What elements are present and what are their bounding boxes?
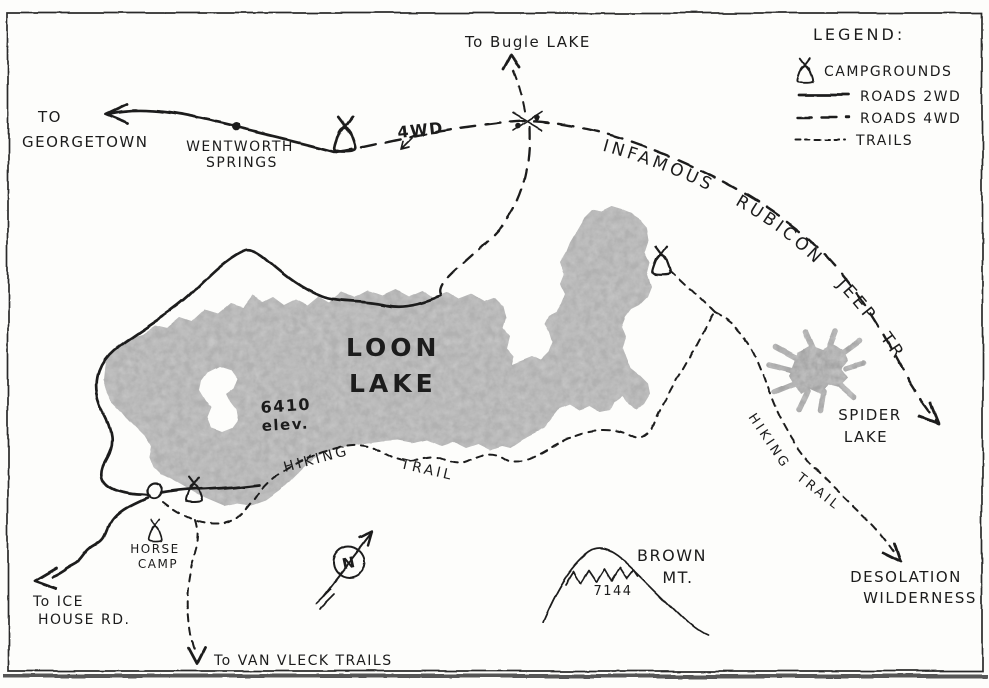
brown-mt-label-line1: BROWN xyxy=(637,546,707,565)
campground-icon-4wd-road xyxy=(332,115,358,153)
road-2wd-ice-house xyxy=(50,496,149,579)
van-vleck-label: To VAN VLECK TRAILS xyxy=(213,653,393,669)
trail-hiking-south xyxy=(162,312,715,526)
campground-icon-northeast xyxy=(652,244,672,276)
road-4wd-label: 4WD xyxy=(396,118,444,142)
wentworth-label-line2: SPRINGS xyxy=(206,155,278,171)
wentworth-label-line1: WENTWORTH xyxy=(186,139,294,155)
compass-north-label: N xyxy=(340,553,357,574)
compass-rose-icon xyxy=(315,529,375,609)
loon-lake-water xyxy=(103,207,652,506)
brown-mt-elevation: 7144 xyxy=(593,584,632,599)
trail-bugle-lake xyxy=(512,69,526,113)
ice-house-label-line2: HOUSE RD. xyxy=(38,612,130,628)
hiking-trail-east-word2: TRAIL xyxy=(793,470,844,514)
road-loop-marker xyxy=(145,482,163,500)
trails-layer xyxy=(162,52,903,665)
legend-item-trails: TRAILS xyxy=(855,133,913,149)
lake-elevation-value: 6410 xyxy=(260,395,312,417)
georgetown-label-line1: TO xyxy=(37,108,62,126)
road-2wd-north-shore xyxy=(94,248,443,498)
bugle-arrowhead-icon xyxy=(501,52,521,71)
legend-item-campgrounds: CAMPGROUNDS xyxy=(824,64,952,80)
lake-elevation-unit: elev. xyxy=(261,415,309,435)
desolation-label-line2: WILDERNESS xyxy=(863,589,977,607)
brown-mt-outline xyxy=(542,547,708,637)
spider-lake-legs xyxy=(766,328,866,412)
lakes-layer xyxy=(103,207,866,506)
wentworth-springs-dot xyxy=(231,122,241,132)
markers-layer xyxy=(148,56,852,637)
desolation-label-line1: DESOLATION xyxy=(850,568,962,586)
horse-camp-label-line1: HORSE xyxy=(130,542,180,556)
bugle-lake-label: To Bugle LAKE xyxy=(464,33,591,51)
georgetown-arrowhead-icon xyxy=(104,102,130,125)
brown-mt-ridge-zigzag xyxy=(565,567,639,585)
hiking-trail-east-word1: HIKING xyxy=(745,411,793,472)
roads-layer xyxy=(32,102,941,591)
legend-item-roads-4wd: ROADS 4WD xyxy=(860,111,961,127)
desolation-arrowhead-icon xyxy=(881,542,903,564)
legend-campground-icon xyxy=(797,56,815,84)
horse-camp-label-line2: CAMP xyxy=(138,557,178,571)
trail-campground-spur xyxy=(668,269,715,314)
georgetown-label-line2: GEORGETOWN xyxy=(22,133,148,151)
rubicon-arrowhead-icon xyxy=(918,401,941,425)
loon-lake-west-inlet xyxy=(200,366,238,432)
horse-camp-icon xyxy=(148,519,164,543)
loon-lake-label-line1: LOON xyxy=(346,333,440,362)
loon-lake-label-line2: LAKE xyxy=(349,369,437,398)
gate-junction-icon xyxy=(512,111,543,132)
legend-title: LEGEND: xyxy=(813,25,905,44)
road-2wd-campground-spur xyxy=(159,482,262,495)
spider-lake-label-line2: LAKE xyxy=(844,428,888,446)
brown-mt-label-line2: MT. xyxy=(662,568,693,587)
ice-house-label-line1: To ICE xyxy=(32,594,84,610)
van-vleck-arrowhead-icon xyxy=(186,645,206,665)
road-4wd-lake-branch xyxy=(439,125,532,297)
trail-hiking-desolation xyxy=(713,312,897,555)
legend-item-roads-2wd: ROADS 2WD xyxy=(860,89,961,105)
4wd-label-arrow-icon xyxy=(400,137,413,150)
spider-lake-label-line1: SPIDER xyxy=(838,406,901,424)
map-border xyxy=(3,12,987,678)
hiking-trail-south-word2: TRAIL xyxy=(398,456,455,484)
road-4wd-rubicon xyxy=(335,119,939,423)
spider-lake-water xyxy=(789,344,848,393)
trail-van-vleck xyxy=(186,520,200,651)
ice-house-arrowhead-icon xyxy=(32,566,58,591)
